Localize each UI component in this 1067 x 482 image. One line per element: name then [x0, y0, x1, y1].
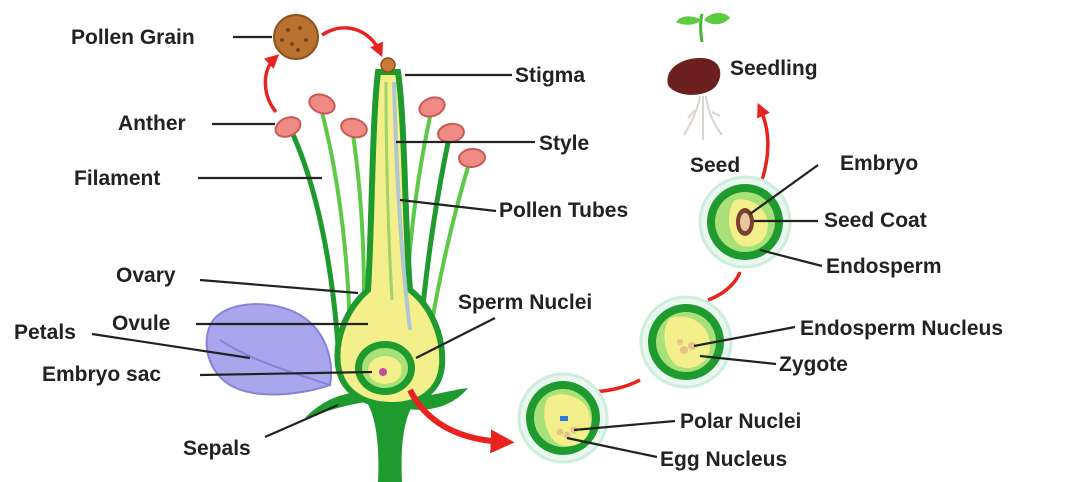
petals-shape	[207, 304, 332, 394]
label-sepals: Sepals	[183, 438, 251, 459]
seedling	[667, 13, 730, 140]
label-embryo: Embryo	[840, 153, 918, 174]
pollen-grain	[274, 15, 318, 59]
label-endosperm: Endosperm	[826, 256, 942, 277]
label-endosperm-nucleus: Endosperm Nucleus	[800, 318, 1003, 339]
label-ovule: Ovule	[112, 313, 170, 334]
label-seed: Seed	[690, 155, 740, 176]
label-petals: Petals	[14, 322, 76, 343]
label-style: Style	[539, 133, 589, 154]
label-pollen-grain: Pollen Grain	[71, 27, 195, 48]
arrow-stage2-to-stage3	[708, 272, 740, 300]
label-anther: Anther	[118, 113, 186, 134]
label-stigma: Stigma	[515, 65, 585, 86]
label-embryo-sac: Embryo sac	[42, 364, 161, 385]
stigma-pollen	[381, 58, 395, 72]
arrow-anther-to-pollen	[265, 58, 276, 112]
stage-fertilization	[519, 374, 607, 462]
label-seed-coat: Seed Coat	[824, 210, 927, 231]
label-egg-nucleus: Egg Nucleus	[660, 449, 787, 470]
label-ovary: Ovary	[116, 265, 176, 286]
arrow-seed-to-seedling	[760, 108, 768, 180]
label-polar-nuclei: Polar Nuclei	[680, 411, 801, 432]
label-filament: Filament	[74, 168, 160, 189]
label-pollen-tubes: Pollen Tubes	[499, 200, 628, 221]
label-sperm-nuclei: Sperm Nuclei	[458, 292, 592, 313]
label-zygote: Zygote	[779, 354, 848, 375]
arrow-pollen-to-stigma	[322, 28, 380, 52]
label-seedling: Seedling	[730, 58, 818, 79]
